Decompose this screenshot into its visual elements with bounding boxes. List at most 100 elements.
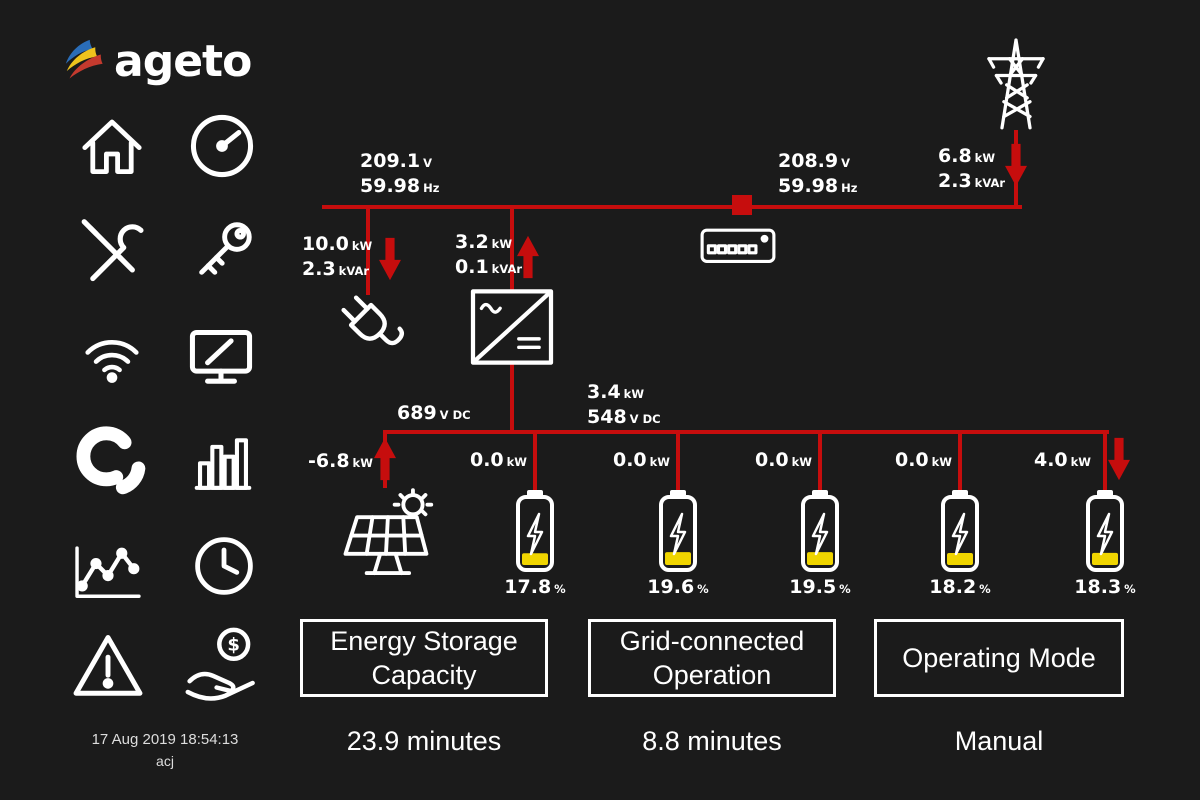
pie-chart-icon <box>76 426 146 496</box>
grid-controller-icon <box>699 222 777 268</box>
frequency-value: 59.98 <box>778 175 839 197</box>
grid-flow-arrow-down <box>1005 142 1027 188</box>
grid-connected-operation-value: 8.8 minutes <box>642 726 782 756</box>
soc-unit: % <box>554 582 566 596</box>
brand-name: ageto <box>114 36 252 87</box>
dc-bus-line <box>383 430 1109 434</box>
power-value: 6.8 <box>938 145 972 167</box>
sidebar-item-display[interactable] <box>178 314 264 398</box>
soc-value: 18.2 <box>929 576 977 598</box>
battery-5-icon <box>1085 488 1125 572</box>
frequency-unit: Hz <box>841 181 858 195</box>
power-unit: kW <box>791 455 812 469</box>
power-unit: kW <box>623 387 645 401</box>
soc-value: 19.6 <box>647 576 695 598</box>
battery-4-soc-label: 18.2% <box>910 576 1010 601</box>
gauge-icon <box>190 114 254 178</box>
reactive-value: 0.1 <box>455 256 489 278</box>
sidebar-item-network[interactable] <box>68 316 156 392</box>
inverter-dc-line <box>510 364 514 432</box>
sidebar-item-schedule[interactable] <box>184 526 264 606</box>
bar-chart-icon <box>194 438 252 490</box>
user-initials: acj <box>156 753 174 769</box>
box-label-line2: Operation <box>652 660 772 690</box>
power-value: 10.0 <box>302 233 349 255</box>
energy-storage-capacity-box: Energy Storage Capacity <box>300 619 548 697</box>
reactive-unit: kVAr <box>491 262 523 276</box>
voltage-unit: V <box>423 156 433 170</box>
power-unit: kW <box>491 237 513 251</box>
box-label-line1: Operating Mode <box>902 643 1096 673</box>
battery-3-drop-line <box>818 432 822 490</box>
monitor-icon <box>189 329 253 384</box>
operating-mode-value: Manual <box>954 726 1044 756</box>
energy-storage-capacity-value: 23.9 minutes <box>346 726 502 756</box>
soc-unit: % <box>1124 582 1136 596</box>
voltage-unit: V DC <box>629 412 661 426</box>
sidebar-item-settings[interactable] <box>64 208 156 294</box>
reactive-unit: kVAr <box>974 176 1006 190</box>
sidebar-item-trends[interactable] <box>60 524 156 610</box>
power-value: 0.0 <box>469 449 504 471</box>
inverter-icon <box>469 288 555 366</box>
power-value: 3.4 <box>587 381 621 403</box>
battery-4-icon <box>940 488 980 572</box>
voltage-value: 209.1 <box>360 150 421 172</box>
hand-dollar-icon: $ <box>185 627 255 701</box>
power-unit: kW <box>1070 455 1091 469</box>
dc-link-voltage-unit: V DC <box>439 408 471 422</box>
sidebar-item-billing[interactable]: $ <box>176 620 268 710</box>
key-icon <box>199 222 252 275</box>
battery-1-icon <box>515 488 555 572</box>
soc-value: 19.5 <box>789 576 837 598</box>
soc-value: 17.8 <box>504 576 552 598</box>
sidebar-item-home[interactable] <box>70 106 154 186</box>
inverter-flow-arrow-up <box>517 234 539 280</box>
power-unit: kW <box>931 455 952 469</box>
load-drop-line <box>366 207 370 295</box>
sidebar-item-access[interactable] <box>182 210 264 292</box>
grid-connected-operation-box: Grid-connected Operation <box>588 619 836 697</box>
frequency-unit: Hz <box>423 181 440 195</box>
line-graph-icon <box>75 546 141 598</box>
power-unit: kW <box>974 151 996 165</box>
solar-flow-arrow-up <box>374 436 396 482</box>
battery-2-soc-label: 19.6% <box>628 576 728 601</box>
clock-icon <box>195 537 253 595</box>
power-value: 4.0 <box>1033 449 1068 471</box>
warning-icon <box>73 635 143 696</box>
battery-1-soc-label: 17.8% <box>485 576 585 601</box>
sidebar-item-alerts[interactable] <box>64 626 152 708</box>
dc-link-voltage-value: 689 <box>397 402 437 424</box>
battery-4-drop-line <box>958 432 962 490</box>
battery-1-drop-line <box>533 432 537 490</box>
reactive-value: 2.3 <box>302 258 336 280</box>
load-flow-arrow-down <box>379 236 401 282</box>
sidebar-item-dashboard[interactable] <box>180 104 264 188</box>
sidebar-item-reports[interactable] <box>182 418 264 502</box>
sidebar-item-energy-mix[interactable] <box>64 414 158 506</box>
power-unit: kW <box>649 455 670 469</box>
power-unit: kW <box>506 455 527 469</box>
ac-bus-line <box>322 205 1022 209</box>
box-label-line1: Energy Storage <box>330 626 518 656</box>
soc-value: 18.3 <box>1074 576 1122 598</box>
